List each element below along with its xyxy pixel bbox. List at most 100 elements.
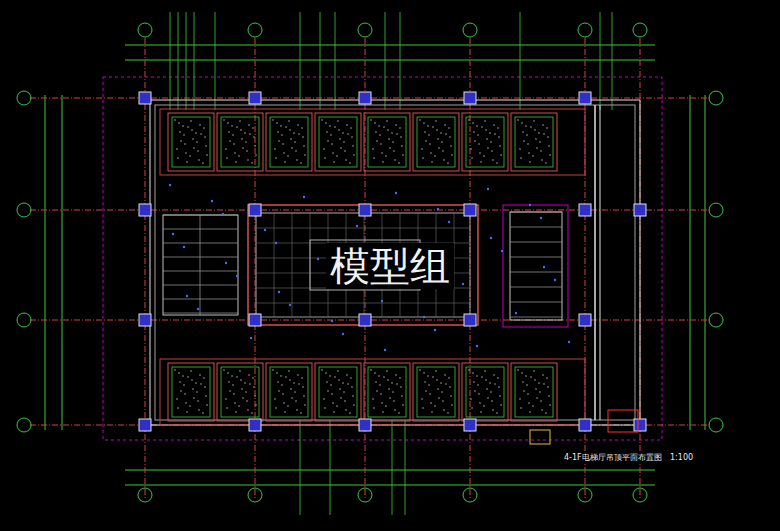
downlight bbox=[250, 337, 252, 339]
texture-dot bbox=[528, 152, 529, 153]
panel bbox=[270, 367, 308, 417]
texture-dot bbox=[541, 409, 542, 410]
texture-dot bbox=[421, 398, 422, 399]
downlight bbox=[275, 242, 277, 244]
texture-dot bbox=[470, 148, 471, 149]
downlight bbox=[462, 283, 464, 285]
texture-dot bbox=[184, 393, 185, 394]
texture-dot bbox=[195, 132, 196, 133]
axis-bubble bbox=[463, 23, 477, 37]
texture-dot bbox=[284, 161, 285, 162]
texture-dot bbox=[451, 404, 452, 405]
texture-dot bbox=[353, 404, 354, 405]
texture-dot bbox=[193, 147, 194, 148]
downlight bbox=[568, 341, 570, 343]
texture-dot bbox=[301, 127, 302, 128]
texture-dot bbox=[383, 126, 384, 127]
texture-dot bbox=[183, 384, 184, 385]
texture-dot bbox=[295, 400, 296, 401]
texture-dot bbox=[427, 375, 428, 376]
texture-dot bbox=[535, 388, 536, 389]
texture-dot bbox=[276, 372, 277, 373]
texture-dot bbox=[342, 132, 343, 133]
texture-dot bbox=[291, 147, 292, 148]
texture-dot bbox=[378, 375, 379, 376]
texture-dot bbox=[441, 391, 442, 392]
texture-dot bbox=[185, 152, 186, 153]
texture-dot bbox=[431, 411, 432, 412]
downlight bbox=[543, 266, 545, 268]
leader-line bbox=[520, 12, 521, 110]
downlight bbox=[540, 217, 542, 219]
texture-dot bbox=[372, 398, 373, 399]
texture-dot bbox=[352, 145, 353, 146]
axis-bubble bbox=[709, 418, 723, 432]
texture-dot bbox=[532, 155, 533, 156]
texture-dot bbox=[272, 369, 273, 370]
texture-dot bbox=[336, 405, 337, 406]
texture-dot bbox=[330, 134, 331, 135]
texture-dot bbox=[394, 409, 395, 410]
texture-dot bbox=[521, 122, 522, 123]
texture-dot bbox=[393, 400, 394, 401]
panel bbox=[319, 367, 357, 417]
texture-dot bbox=[388, 138, 389, 139]
texture-dot bbox=[174, 369, 175, 370]
texture-dot bbox=[373, 407, 374, 408]
texture-dot bbox=[336, 155, 337, 156]
texture-dot bbox=[536, 147, 537, 148]
texture-dot bbox=[521, 372, 522, 373]
column bbox=[464, 419, 476, 431]
axis-bubble bbox=[17, 91, 31, 105]
texture-dot bbox=[178, 372, 179, 373]
texture-dot bbox=[277, 131, 278, 132]
texture-dot bbox=[227, 122, 228, 123]
column bbox=[579, 204, 591, 216]
panel bbox=[172, 367, 210, 417]
texture-dot bbox=[206, 154, 207, 155]
downlight bbox=[303, 196, 305, 198]
texture-dot bbox=[372, 148, 373, 149]
column bbox=[634, 204, 646, 216]
texture-dot bbox=[519, 398, 520, 399]
texture-dot bbox=[441, 141, 442, 142]
texture-dot bbox=[185, 402, 186, 403]
texture-dot bbox=[278, 390, 279, 391]
texture-dot bbox=[392, 141, 393, 142]
texture-dot bbox=[548, 395, 549, 396]
texture-dot bbox=[242, 147, 243, 148]
texture-dot bbox=[246, 400, 247, 401]
texture-dot bbox=[290, 138, 291, 139]
texture-dot bbox=[442, 400, 443, 401]
texture-dot bbox=[303, 145, 304, 146]
texture-dot bbox=[296, 159, 297, 160]
texture-dot bbox=[323, 148, 324, 149]
texture-dot bbox=[240, 129, 241, 130]
texture-dot bbox=[400, 136, 401, 137]
column bbox=[359, 92, 371, 104]
texture-dot bbox=[275, 157, 276, 158]
grid-tile bbox=[163, 299, 238, 300]
texture-dot bbox=[449, 136, 450, 137]
texture-dot bbox=[179, 381, 180, 382]
axis-bubble bbox=[578, 488, 592, 502]
grid-tile bbox=[510, 287, 562, 288]
texture-dot bbox=[248, 124, 249, 125]
texture-dot bbox=[380, 393, 381, 394]
texture-dot bbox=[476, 125, 477, 126]
texture-dot bbox=[447, 162, 448, 163]
grid-tile bbox=[510, 272, 562, 273]
texture-dot bbox=[249, 133, 250, 134]
texture-dot bbox=[285, 126, 286, 127]
texture-dot bbox=[203, 377, 204, 378]
texture-dot bbox=[300, 162, 301, 163]
texture-dot bbox=[522, 381, 523, 382]
texture-dot bbox=[450, 145, 451, 146]
texture-dot bbox=[480, 161, 481, 162]
leader-line bbox=[300, 420, 301, 515]
texture-dot bbox=[395, 124, 396, 125]
axis-bubble bbox=[17, 418, 31, 432]
texture-dot bbox=[540, 400, 541, 401]
panel-frame bbox=[364, 363, 410, 421]
texture-dot bbox=[370, 369, 371, 370]
